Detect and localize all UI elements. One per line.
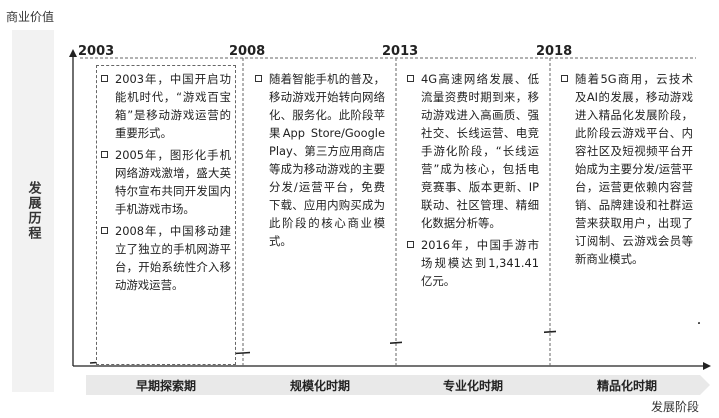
- checkbox-icon: [101, 75, 108, 82]
- year-2008: 2008: [229, 44, 266, 59]
- bullet-text: 2005年，图形化手机网络游戏激增，盛大英特尔宣布共同开发国内手机游戏市场。: [115, 148, 231, 216]
- side-label-panel: 发展历程: [12, 30, 54, 392]
- bullet-text: 随着智能手机的普及，移动游戏开始转向网络化、服务化。此阶段苹果App Store…: [269, 72, 385, 248]
- checkbox-icon: [561, 75, 568, 82]
- bullet-item: 2016年，中国手游市场规模达到1,341.41亿元。: [407, 236, 539, 290]
- x-axis-arrow: [703, 362, 711, 370]
- bullet-item: 2008年，中国移动建立了独立的手机网游平台，开始系统性介入移动游戏运营。: [101, 222, 231, 294]
- checkbox-icon: [255, 75, 262, 82]
- x-axis-label: 发展阶段: [650, 400, 699, 414]
- checkbox-icon: [407, 241, 414, 248]
- stage-box-4: 随着5G商用，云技术及AI的发展，移动游戏进入精品化发展阶段，此阶段云游戏平台、…: [556, 65, 698, 365]
- year-2003: 2003: [78, 44, 115, 59]
- phase-label-2: 规模化时期: [289, 378, 350, 393]
- bullet-item: 2005年，图形化手机网络游戏激增，盛大英特尔宣布共同开发国内手机游戏市场。: [101, 146, 231, 218]
- phase-band: [86, 375, 710, 395]
- checkbox-icon: [101, 151, 108, 158]
- bullet-text: 随着5G商用，云技术及AI的发展，移动游戏进入精品化发展阶段，此阶段云游戏平台、…: [575, 72, 693, 266]
- stage-box-1: 2003年，中国开启功能机时代，“游戏百宝箱”是移动游戏运营的重要形式。 200…: [96, 65, 236, 365]
- y-axis-label: 商业价值: [6, 10, 55, 24]
- bullet-text: 2003年，中国开启功能机时代，“游戏百宝箱”是移动游戏运营的重要形式。: [115, 72, 231, 140]
- phase-label-4: 精品化时期: [596, 378, 657, 393]
- checkbox-icon: [407, 75, 414, 82]
- bullet-text: 4G高速网络发展、低流量资费时期到来，移动游戏进入高画质、强社交、长线运营、电竞…: [421, 72, 539, 230]
- stage-box-3: 4G高速网络发展、低流量资费时期到来，移动游戏进入高画质、强社交、长线运营、电竞…: [402, 65, 544, 365]
- side-label: 发展历程: [25, 181, 41, 241]
- year-2013: 2013: [382, 44, 419, 59]
- checkbox-icon: [101, 227, 108, 234]
- phase-label-3: 专业化时期: [442, 378, 503, 393]
- phase-label-1: 早期探索期: [135, 378, 196, 393]
- bullet-text: 2008年，中国移动建立了独立的手机网游平台，开始系统性介入移动游戏运营。: [115, 224, 231, 292]
- year-2018: 2018: [536, 44, 573, 59]
- bullet-item: 随着5G商用，云技术及AI的发展，移动游戏进入精品化发展阶段，此阶段云游戏平台、…: [561, 70, 693, 268]
- y-axis-arrow: [69, 49, 77, 57]
- bullet-text: 2016年，中国手游市场规模达到1,341.41亿元。: [421, 238, 539, 288]
- bullet-item: 随着智能手机的普及，移动游戏开始转向网络化、服务化。此阶段苹果App Store…: [255, 70, 385, 250]
- bullet-item: 2003年，中国开启功能机时代，“游戏百宝箱”是移动游戏运营的重要形式。: [101, 70, 231, 142]
- stage-box-2: 随着智能手机的普及，移动游戏开始转向网络化、服务化。此阶段苹果App Store…: [250, 65, 390, 365]
- bullet-item: 4G高速网络发展、低流量资费时期到来，移动游戏进入高画质、强社交、长线运营、电竞…: [407, 70, 539, 232]
